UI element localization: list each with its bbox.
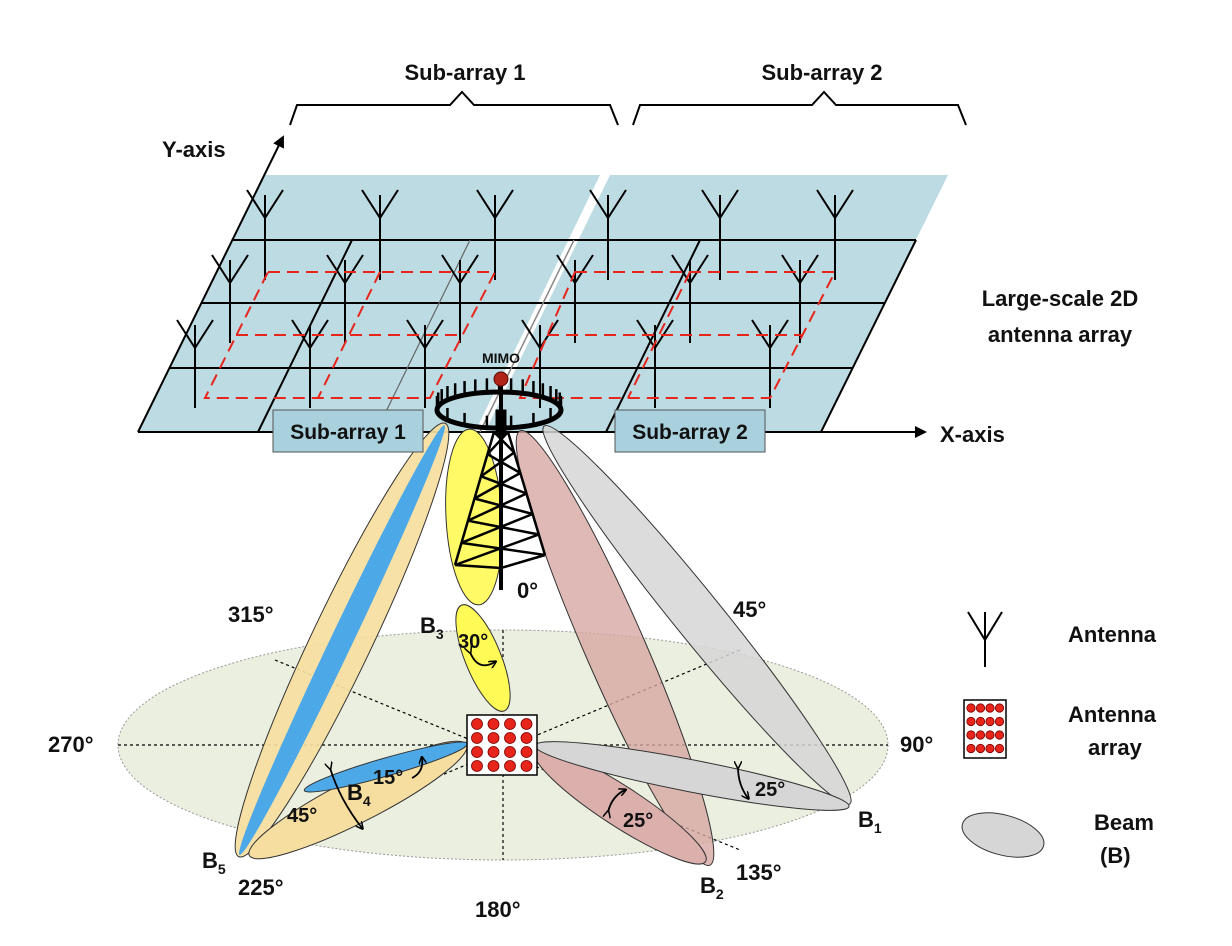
legend-antenna-array-icon — [963, 699, 1007, 759]
legend-antenna-icon — [967, 611, 1003, 667]
beam-label-b4: B4 — [347, 780, 371, 809]
beam-b5-inner — [239, 425, 445, 855]
angle-90: 90° — [900, 732, 933, 757]
legend: Antenna Antenna array Beam (B) — [961, 611, 1157, 868]
beam-width-arcs — [330, 652, 748, 828]
antenna-plane — [138, 175, 948, 433]
svg-text:Sub-array 2: Sub-array 2 — [632, 421, 748, 444]
antenna-grid — [176, 189, 854, 408]
beam-b1-main — [542, 425, 852, 805]
antenna-element-dot — [520, 760, 533, 772]
antenna-element-dot — [975, 716, 986, 727]
beam-label-b1: B1 — [858, 807, 882, 836]
antenna-element-dot — [487, 732, 500, 744]
antenna-element-dot — [985, 730, 995, 740]
antenna-element-dot — [471, 718, 483, 730]
antenna-element-dot — [504, 732, 516, 744]
sub-array-2-box: Sub-array 2 — [614, 409, 766, 453]
beam-label-b3: B3 — [420, 613, 444, 642]
antenna-element-dot — [966, 703, 976, 713]
x-axis-label: X-axis — [940, 422, 1005, 447]
antenna-icon — [361, 189, 399, 280]
antenna-element-dot — [975, 703, 986, 713]
b1-width: 25° — [755, 779, 785, 801]
antenna-icon — [781, 254, 819, 343]
array-title-line2: antenna array — [988, 322, 1133, 347]
sub-array-dashed-outlines — [203, 271, 837, 399]
antenna-element-dot — [975, 730, 986, 740]
antenna-icon — [441, 254, 479, 343]
y-axis-label: Y-axis — [162, 137, 226, 162]
b4-inner-width: 15° — [373, 767, 403, 789]
antenna-element-dot — [504, 718, 516, 730]
antenna-element-dot — [487, 760, 500, 772]
antenna-element-dot — [520, 732, 533, 744]
antenna-element-dot — [985, 716, 995, 727]
legend-antenna-label: Antenna — [1068, 622, 1157, 647]
antenna-element-dot — [471, 760, 483, 772]
antenna-element-dot — [966, 743, 976, 754]
b2-width: 25° — [623, 810, 653, 832]
antenna-icon — [816, 189, 854, 280]
antenna-element-dot — [471, 746, 483, 758]
antenna-element-dot — [975, 743, 986, 754]
sub-array-1-heading: Sub-array 1 — [404, 60, 525, 85]
antenna-element-dot — [471, 732, 483, 744]
sub-array-2-heading: Sub-array 2 — [761, 60, 882, 85]
svg-text:Sub-array 1: Sub-array 1 — [290, 421, 406, 444]
antenna-element-dot — [487, 718, 500, 730]
b4-outer-width: 45° — [287, 805, 317, 827]
angle-0: 0° — [517, 578, 538, 603]
brace-sub-array-2 — [632, 90, 967, 126]
legend-beam-label-line1: Beam — [1094, 810, 1154, 835]
sub-array-1-box: Sub-array 1 — [272, 409, 424, 453]
center-antenna-array-icon — [466, 714, 538, 776]
antenna-element-dot — [520, 718, 533, 730]
antenna-element-dot — [994, 743, 1005, 754]
angle-225: 225° — [238, 875, 284, 900]
array-title-line1: Large-scale 2D — [982, 286, 1139, 311]
antenna-icon — [701, 189, 739, 280]
antenna-element-dot — [520, 746, 533, 758]
antenna-element-dot — [985, 703, 995, 713]
angle-270: 270° — [48, 732, 94, 757]
antenna-icon — [476, 189, 514, 280]
antenna-icon — [589, 189, 627, 280]
antenna-icon — [246, 189, 284, 280]
brace-sub-array-1 — [289, 90, 619, 126]
beam-label-b2: B2 — [700, 873, 724, 902]
legend-array-label-line2: array — [1088, 735, 1143, 760]
angle-180: 180° — [475, 897, 521, 922]
antenna-element-dot — [487, 746, 500, 758]
beam-label-b5: B5 — [202, 848, 226, 877]
antenna-element-dot — [966, 716, 976, 727]
y-axis-arrow — [137, 135, 284, 433]
antenna-element-dot — [504, 746, 516, 758]
angle-135: 135° — [736, 860, 782, 885]
angle-45: 45° — [733, 597, 766, 622]
antenna-element-dot — [504, 760, 516, 772]
antenna-element-dot — [994, 716, 1005, 727]
mimo-tower-icon — [434, 371, 564, 590]
legend-array-label-line1: Antenna — [1068, 702, 1157, 727]
antenna-element-dot — [966, 730, 976, 740]
antenna-element-dot — [985, 743, 995, 754]
legend-beam-icon — [961, 812, 1045, 858]
mimo-label: MIMO — [482, 350, 520, 366]
legend-beam-label-line2: (B) — [1100, 843, 1131, 868]
b3-width: 30° — [458, 631, 488, 653]
antenna-element-dot — [994, 730, 1005, 740]
antenna-element-dot — [994, 703, 1005, 713]
antenna-icon — [211, 254, 249, 343]
angle-315: 315° — [228, 602, 274, 627]
